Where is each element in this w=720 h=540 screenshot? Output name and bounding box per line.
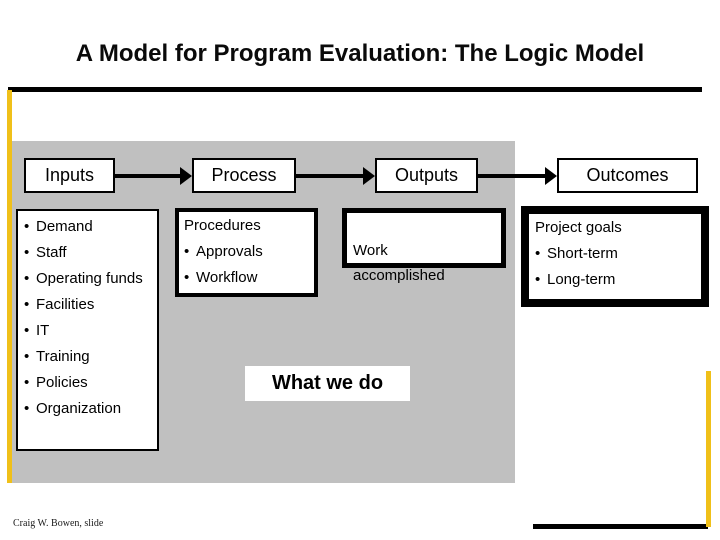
list-item: • Short-term	[535, 241, 699, 267]
arrow-shaft	[478, 174, 546, 178]
arrow-process-to-outputs-icon	[296, 167, 375, 185]
arrow-shaft	[115, 174, 181, 178]
stage-label-outcomes: Outcomes	[586, 165, 669, 185]
list-item: • Demand	[24, 214, 155, 240]
title-underline-rule	[8, 87, 702, 92]
arrow-shaft	[296, 174, 364, 178]
bullet-glyph: •	[535, 271, 541, 288]
stage-header-outcomes: Outcomes	[557, 158, 698, 193]
bullet-glyph: •	[535, 245, 541, 262]
bullet-glyph: •	[184, 243, 190, 260]
slide-title: A Model for Program Evaluation: The Logi…	[75, 40, 645, 67]
list-item-label: Workflow	[196, 269, 258, 286]
bullet-glyph: •	[24, 218, 30, 235]
arrow-head-icon	[363, 167, 375, 185]
stage-header-inputs: Inputs	[24, 158, 115, 193]
list-item-label: Training	[36, 348, 90, 365]
list-item: • Policies	[24, 370, 155, 396]
list-item: • Approvals	[184, 239, 312, 265]
stage-label-inputs: Inputs	[44, 165, 95, 185]
arrow-head-icon	[180, 167, 192, 185]
bullet-glyph: •	[24, 322, 30, 339]
list-item-label: Facilities	[36, 296, 95, 313]
arrow-outputs-to-outcomes-icon	[478, 167, 557, 185]
process-item-list: • Approvals • Workflow	[184, 239, 312, 291]
stage-header-process: Process	[192, 158, 296, 193]
list-item: • Organization	[24, 396, 155, 422]
list-item-label: Demand	[36, 218, 93, 235]
left-accent-bar	[7, 90, 12, 483]
bullet-glyph: •	[24, 400, 30, 417]
bullet-glyph: •	[24, 374, 30, 391]
list-item: • IT	[24, 318, 155, 344]
inputs-detail-box: • Demand • Staff • Operating funds • Fac…	[16, 209, 159, 451]
bottom-right-rule	[533, 524, 708, 529]
outcomes-detail-box: Project goals • Short-term • Long-term	[521, 206, 709, 307]
what-we-do-callout: What we do	[245, 366, 410, 401]
bullet-glyph: •	[184, 269, 190, 286]
arrow-head-icon	[545, 167, 557, 185]
process-detail-box: Procedures • Approvals • Workflow	[175, 208, 318, 297]
outcomes-box-heading: Project goals	[535, 219, 622, 236]
list-item: • Training	[24, 344, 155, 370]
outcomes-item-list: • Short-term • Long-term	[535, 241, 699, 293]
list-item: • Workflow	[184, 265, 312, 291]
list-item: • Long-term	[535, 267, 699, 293]
list-item: • Facilities	[24, 292, 155, 318]
list-item: • Staff	[24, 240, 155, 266]
what-we-do-label: What we do	[271, 372, 384, 394]
stage-label-process: Process	[211, 165, 277, 185]
bullet-glyph: •	[24, 348, 30, 365]
credit-text: Craig W. Bowen, slide	[13, 518, 104, 529]
list-item-label: IT	[36, 322, 50, 339]
inputs-item-list: • Demand • Staff • Operating funds • Fac…	[24, 214, 155, 422]
bullet-glyph: •	[24, 270, 30, 287]
arrow-inputs-to-process-icon	[115, 167, 192, 185]
list-item: • Operating funds	[24, 266, 155, 292]
list-item-label: Staff	[36, 244, 67, 261]
list-item-label: Operating funds	[36, 270, 143, 287]
right-accent-bar	[706, 371, 711, 527]
list-item-label: Approvals	[196, 243, 263, 260]
outputs-detail-box: Work accomplished	[342, 208, 506, 284]
bullet-glyph: •	[24, 296, 30, 313]
stage-label-outputs: Outputs	[394, 165, 459, 185]
process-box-heading: Procedures	[184, 217, 261, 234]
list-item-label: Short-term	[547, 245, 618, 262]
outputs-box-text: Work accomplished	[353, 242, 445, 284]
stage-header-outputs: Outputs	[375, 158, 478, 193]
list-item-label: Long-term	[547, 271, 616, 288]
list-item-label: Policies	[36, 374, 88, 391]
list-item-label: Organization	[36, 400, 122, 417]
bullet-glyph: •	[24, 244, 30, 261]
